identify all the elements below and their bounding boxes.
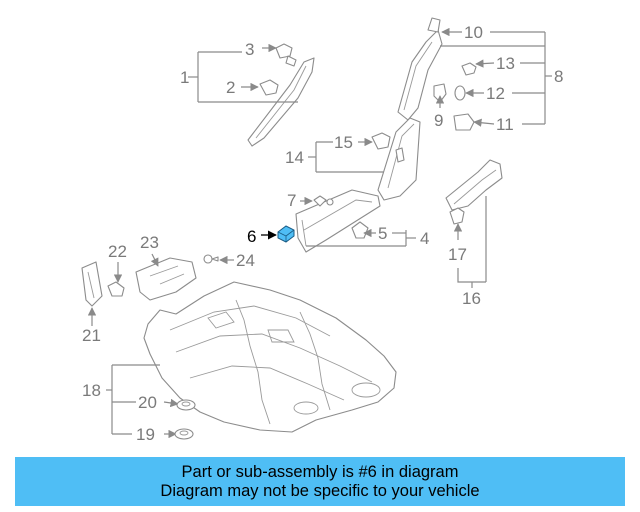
callout-13: 13 <box>496 54 515 73</box>
clip-24 <box>203 254 219 264</box>
callout-21: 21 <box>82 326 101 345</box>
callout-24: 24 <box>236 251 255 270</box>
callout-22: 22 <box>108 242 127 261</box>
parts-diagram: 1 2 3 10 13 12 11 9 8 14 1 <box>81 17 563 444</box>
clip-2 <box>259 79 279 96</box>
callout-4: 4 <box>420 229 429 248</box>
bracket-23 <box>135 257 197 301</box>
callout-2: 2 <box>226 78 235 97</box>
callout-8: 8 <box>554 67 563 86</box>
clip-22 <box>107 281 125 297</box>
callout-6: 6 <box>247 227 256 246</box>
clip-3 <box>275 43 297 67</box>
clip-7 <box>313 195 334 207</box>
callout-20: 20 <box>138 393 157 412</box>
scuff-plate <box>295 189 381 253</box>
banner-line-2: Diagram may not be specific to your vehi… <box>160 481 480 500</box>
callout-11: 11 <box>496 115 514 134</box>
part-6-highlighted[interactable] <box>277 225 295 243</box>
callout-3: 3 <box>245 40 254 59</box>
callout-10: 10 <box>464 23 483 42</box>
banner-line-1: Part or sub-assembly is #6 in diagram <box>181 462 459 481</box>
callout-19: 19 <box>136 425 155 444</box>
callout-18: 18 <box>82 381 101 400</box>
b-pillar-upper-trim <box>397 17 443 121</box>
callout-1: 1 <box>180 68 189 87</box>
floor-carpet <box>143 281 397 433</box>
callout-9: 9 <box>434 111 443 130</box>
clip-12 <box>454 85 466 101</box>
clip-15 <box>371 132 391 150</box>
callout-15: 15 <box>334 133 353 152</box>
bolt-13 <box>461 62 477 76</box>
grommet-20 <box>176 399 196 411</box>
callout-17: 17 <box>448 245 467 264</box>
clip-5 <box>351 221 369 239</box>
callout-16: 16 <box>462 289 481 308</box>
callout-12: 12 <box>486 84 505 103</box>
trim-lower-pillar-14 <box>377 117 421 201</box>
part-11 <box>453 113 475 131</box>
callout-7: 7 <box>287 191 296 210</box>
callout-14: 14 <box>285 148 304 167</box>
grommet-19 <box>174 428 194 440</box>
callout-5: 5 <box>378 224 387 243</box>
callout-23: 23 <box>140 233 159 252</box>
quarter-trim-16 <box>445 159 503 211</box>
clip-17 <box>449 207 465 225</box>
trim-piece-21 <box>81 261 103 307</box>
info-banner: Part or sub-assembly is #6 in diagram Di… <box>15 457 625 506</box>
